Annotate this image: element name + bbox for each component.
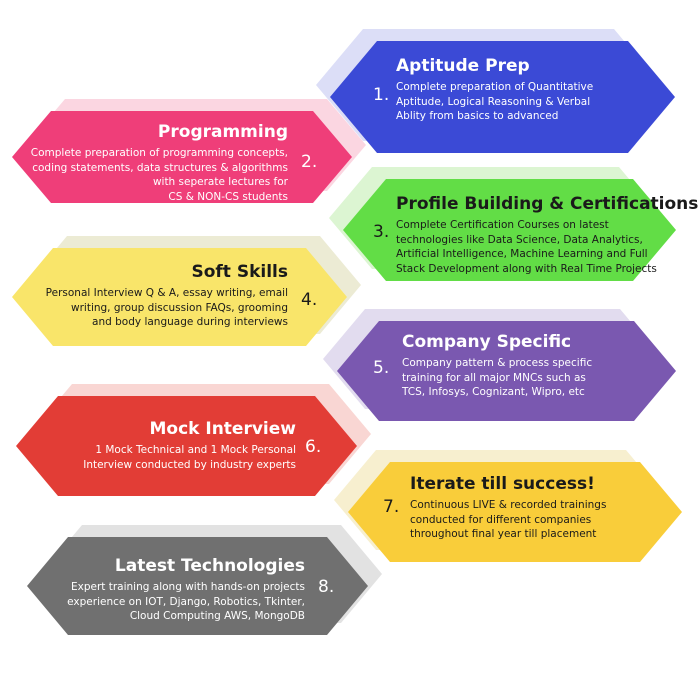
step-4-hexagon — [12, 248, 347, 346]
step-7-hexagon — [348, 462, 682, 562]
step-3-number: 3. — [373, 222, 390, 242]
step-5-description-line: training for all major MNCs such as — [402, 371, 586, 384]
step-2-description-line: CS & NON-CS students — [168, 190, 288, 203]
step-7-description: Continuous LIVE & recorded trainings cond… — [410, 498, 662, 542]
step-2-description: Complete preparation of programming conc… — [30, 146, 288, 204]
step-7-number: 7. — [383, 497, 400, 517]
step-1-title: Aptitude Prep — [396, 56, 530, 76]
step-7-description-line: throughout final year till placement — [410, 528, 597, 540]
step-1-description-line: Ablity from basics to advanced — [396, 110, 559, 122]
step-1-description-line: Complete preparation of Quantitative — [396, 81, 594, 93]
step-7-title: Iterate till success! — [410, 474, 595, 494]
step-7-description-line: conducted for different companies — [410, 513, 592, 526]
step-8-description-line: Cloud Computing AWS, MongoDB — [129, 610, 305, 622]
step-2-hexagon — [12, 111, 352, 203]
step-6-number: 6. — [305, 437, 322, 457]
step-4-description-line: and body language during interviews — [92, 316, 288, 328]
step-5-description: Company pattern & process specific traini… — [402, 356, 660, 400]
step-5-number: 5. — [373, 358, 390, 378]
step-2-title: Programming — [157, 122, 288, 142]
step-5-description-line: Company pattern & process specific — [402, 357, 593, 369]
step-3-description-line: technologies like Data Science, Data Ana… — [396, 233, 643, 246]
step-3-title: Profile Building & Certifications — [396, 194, 699, 214]
step-7-content: Iterate till success! Continuous LIVE & r… — [410, 474, 662, 542]
step-2-description-line: with seperate lectures for — [152, 176, 288, 188]
step-4-title: Soft Skills — [191, 262, 288, 282]
step-8-description-line: Expert training along with hands-on proj… — [71, 581, 305, 593]
step-1-hexagon — [330, 41, 675, 153]
step-4-number: 4. — [301, 290, 318, 310]
step-6-description-line: Interview conducted by industry experts — [83, 458, 296, 471]
step-7-description-line: Continuous LIVE & recorded trainings — [410, 499, 607, 511]
step-2-number: 2. — [301, 152, 318, 172]
step-3-hexagon — [343, 179, 676, 281]
step-1-description-line: Aptitude, Logical Reasoning & Verbal — [396, 95, 591, 108]
step-3-description: Complete Certification Courses on latest… — [396, 218, 666, 276]
step-5-description-line: TCS, Infosys, Cognizant, Wipro, etc — [402, 386, 585, 398]
step-8-number: 8. — [318, 577, 335, 597]
step-3-description-line: Complete Certification Courses on latest — [396, 219, 609, 231]
step-6-title: Mock Interview — [149, 419, 296, 439]
step-6-hexagon — [16, 396, 357, 496]
step-8-hexagon — [27, 537, 368, 635]
step-2-description-line: Complete preparation of programming conc… — [30, 147, 288, 159]
step-4-description: Personal Interview Q & A, essay writing,… — [30, 286, 288, 330]
step-8-description-line: experience on IOT, Django, Robotics, Tki… — [67, 595, 305, 608]
step-8-title: Latest Technologies — [114, 556, 305, 576]
step-4-description-line: Personal Interview Q & A, essay writing,… — [45, 287, 288, 299]
step-8-description: Expert training along with hands-on proj… — [40, 580, 305, 624]
step-3-description-line: Stack Development along with Real Time P… — [396, 262, 657, 275]
step-5-title: Company Specific — [402, 332, 572, 352]
step-4-description-line: writing, group discussion FAQs, grooming — [71, 301, 288, 314]
step-6-content: Mock Interview 1 Mock Technical and 1 Moc… — [36, 419, 296, 472]
step-5-hexagon — [337, 321, 676, 421]
step-2-description-line: coding statements, data structures & alg… — [32, 161, 288, 174]
step-3-description-line: Artificial Intelligence, Machine Learnin… — [396, 248, 648, 260]
step-1-number: 1. — [373, 85, 390, 105]
step-6-description-line: 1 Mock Technical and 1 Mock Personal — [95, 444, 296, 456]
